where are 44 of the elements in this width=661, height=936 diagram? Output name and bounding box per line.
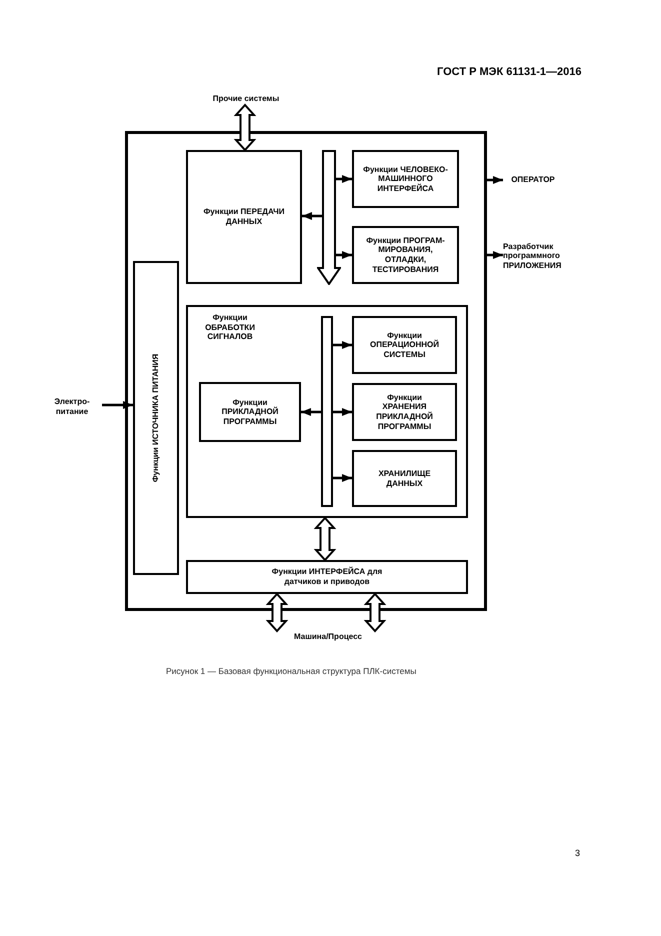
function-box <box>199 382 301 442</box>
arrow <box>333 341 352 349</box>
function-label: Функции ПРОГРАМ-МИРОВАНИЯ, ОТЛАДКИ, ТЕСТИРОВАНИЯ <box>365 236 446 274</box>
function-label: Функции ИСТОЧНИКА ПИТАНИЯ <box>151 354 161 482</box>
function-label: Функции ПЕРЕДАЧИ ДАННЫХ <box>202 207 286 227</box>
external-entity-label: Прочие системы <box>212 94 280 104</box>
arrow <box>487 176 503 184</box>
double-arrow <box>314 516 336 562</box>
arrow <box>102 401 133 409</box>
arrow <box>335 251 352 259</box>
arrow <box>487 251 503 259</box>
function-box <box>352 150 459 208</box>
double-arrow <box>266 592 288 632</box>
function-box <box>352 316 457 374</box>
doc-number: ГОСТ Р МЭК 61131-1—2016 <box>437 66 582 78</box>
function-box <box>186 305 468 518</box>
function-box <box>352 450 457 507</box>
external-entity-label: Машина/Процесс <box>294 632 362 642</box>
external-entity-label: Разработчик программного ПРИЛОЖЕНИЯ <box>503 242 562 270</box>
external-entity-label: ОПЕРАТОР <box>511 175 555 185</box>
double-arrow <box>364 592 386 632</box>
external-entity-label: Электро-питание <box>53 397 91 417</box>
system-frame <box>125 131 487 611</box>
arrow <box>335 175 352 183</box>
page-number: 3 <box>575 848 580 858</box>
bus-bar <box>321 316 333 507</box>
function-label: Функции ИНТЕРФЕЙСА для датчиков и приводов <box>271 567 383 587</box>
function-label: ХРАНИЛИЩЕ ДАННЫХ <box>377 468 432 488</box>
arrow <box>333 474 352 482</box>
function-box <box>186 150 302 284</box>
function-box <box>352 383 457 441</box>
figure-caption: Рисунок 1 — Базовая функциональная структура ПЛК-системы <box>166 666 416 676</box>
function-label: Функции ЧЕЛОВЕКО-МАШИННОГО ИНТЕРФЕЙСА <box>362 164 449 194</box>
double-arrow <box>234 104 256 152</box>
arrow <box>301 408 321 416</box>
function-label: Функции ПРИКЛАДНОЙ ПРОГРАММЫ <box>220 398 280 426</box>
function-label: Функции ОБРАБОТКИ СИГНАЛОВ <box>204 313 256 342</box>
arrow <box>302 212 323 220</box>
arrow <box>333 408 352 416</box>
function-box <box>133 261 179 575</box>
function-box <box>352 226 459 284</box>
function-label: Функции ОПЕРАЦИОННОЙ СИСТЕМЫ <box>368 330 440 360</box>
function-box <box>186 560 468 594</box>
function-label: Функции ХРАНЕНИЯ ПРИКЛАДНОЙ ПРОГРАММЫ <box>375 392 434 432</box>
